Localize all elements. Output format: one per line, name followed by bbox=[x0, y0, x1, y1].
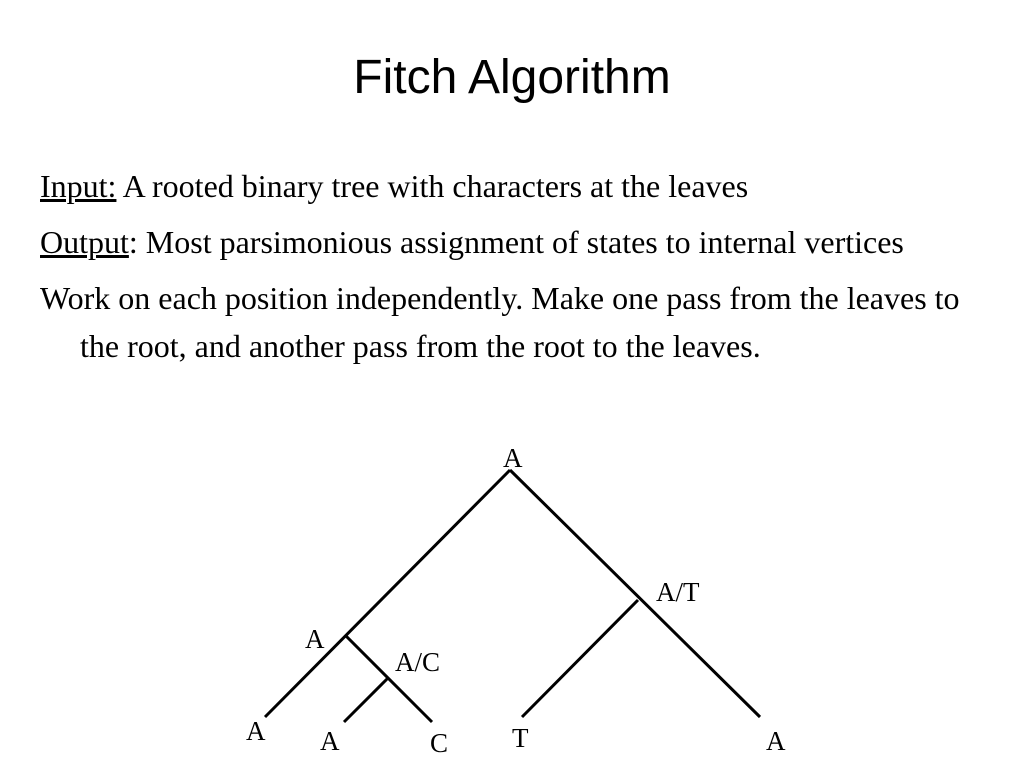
leaf-label-2: A bbox=[320, 726, 340, 756]
inner-internal-label: A/C bbox=[395, 647, 440, 677]
input-text: A rooted binary tree with characters at … bbox=[116, 168, 749, 204]
input-paragraph: Input: A rooted binary tree with charact… bbox=[40, 162, 1000, 210]
output-paragraph: Output: Most parsimonious assignment of … bbox=[40, 218, 1000, 266]
output-heading: Output bbox=[40, 224, 129, 260]
method-text: Work on each position independently. Mak… bbox=[40, 280, 960, 364]
slide-body: Input: A rooted binary tree with charact… bbox=[40, 162, 1000, 378]
right-internal-label: A/T bbox=[656, 577, 700, 607]
leaf-label-5: A bbox=[766, 726, 786, 756]
leaf-label-1: A bbox=[246, 716, 266, 746]
leaf-label-3: C bbox=[430, 728, 448, 758]
edge-right-leaf-t bbox=[520, 598, 640, 719]
edge-inner-leaf-a bbox=[342, 676, 390, 724]
left-internal-label: A bbox=[305, 624, 325, 654]
edge-root-left bbox=[263, 468, 512, 719]
slide-title: Fitch Algorithm bbox=[353, 51, 671, 104]
leaf-label-4: T bbox=[512, 723, 529, 753]
output-text: : Most parsimonious assignment of states… bbox=[128, 224, 904, 260]
root-label: A bbox=[503, 443, 523, 473]
method-paragraph: Work on each position independently. Mak… bbox=[40, 274, 1000, 370]
input-heading: Input: bbox=[40, 168, 117, 204]
edge-root-right bbox=[508, 468, 762, 719]
